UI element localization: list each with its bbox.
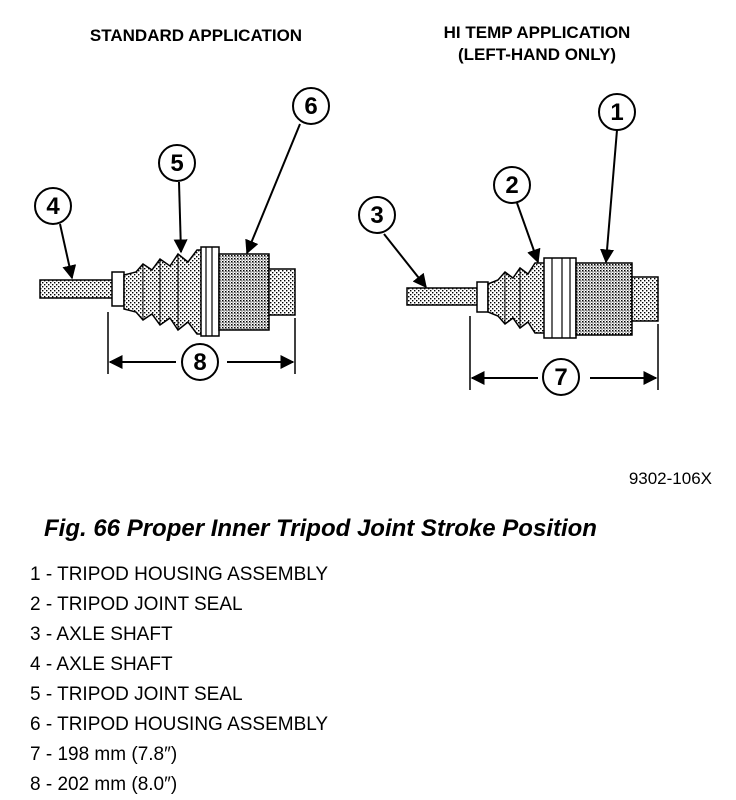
legend-item: 8 - 202 mm (8.0″) bbox=[30, 774, 178, 795]
tripod-housing-1 bbox=[575, 262, 633, 336]
callout-4: 4 bbox=[34, 187, 72, 225]
leader-2 bbox=[516, 202, 541, 264]
leader-6 bbox=[245, 123, 301, 255]
heading-standard: STANDARD APPLICATION bbox=[90, 26, 302, 45]
housing-stub bbox=[268, 268, 296, 316]
hi-temp-assembly bbox=[383, 129, 659, 390]
tripod-joint-diagram: STANDARD APPLICATION HI TEMP APPLICATION… bbox=[34, 23, 712, 488]
legend-item: 1 - TRIPOD HOUSING ASSEMBLY bbox=[30, 564, 329, 585]
svg-text:8: 8 bbox=[193, 349, 206, 376]
leader-5 bbox=[173, 181, 188, 254]
tripod-joint-seal-5 bbox=[123, 249, 203, 335]
svg-text:3: 3 bbox=[370, 202, 383, 229]
callout-5: 5 bbox=[158, 144, 196, 182]
leader-1 bbox=[600, 129, 618, 264]
legend-item: 2 - TRIPOD JOINT SEAL bbox=[30, 594, 243, 615]
housing-stub-hi-temp bbox=[631, 276, 659, 322]
axle-shaft-3 bbox=[406, 287, 480, 306]
leader-4 bbox=[59, 223, 77, 280]
legend-item: 7 - 198 mm (7.8″) bbox=[30, 744, 178, 765]
svg-text:6: 6 bbox=[304, 93, 317, 120]
svg-text:5: 5 bbox=[170, 150, 183, 177]
seal-clamp-left bbox=[476, 281, 489, 313]
callout-2: 2 bbox=[493, 166, 531, 204]
heading-hi-temp-sub: (LEFT-HAND ONLY) bbox=[458, 45, 616, 64]
legend-item: 5 - TRIPOD JOINT SEAL bbox=[30, 684, 243, 705]
svg-text:1: 1 bbox=[610, 99, 623, 126]
figure-caption: Fig. 66 Proper Inner Tripod Joint Stroke… bbox=[44, 515, 597, 542]
boot-clamp-left bbox=[111, 271, 125, 307]
callout-7: 7 bbox=[542, 358, 580, 396]
standard-assembly bbox=[39, 123, 301, 374]
tripod-joint-seal-2 bbox=[487, 262, 546, 334]
legend-item: 6 - TRIPOD HOUSING ASSEMBLY bbox=[30, 714, 329, 735]
callout-6: 6 bbox=[292, 87, 330, 125]
legend-item: 4 - AXLE SHAFT bbox=[30, 654, 173, 675]
callout-8: 8 bbox=[181, 343, 219, 381]
callout-1: 1 bbox=[598, 93, 636, 131]
figure-id: 9302-106X bbox=[629, 469, 712, 488]
callout-3: 3 bbox=[358, 196, 396, 234]
legend-list: 1 - TRIPOD HOUSING ASSEMBLY 2 - TRIPOD J… bbox=[30, 560, 328, 800]
svg-text:4: 4 bbox=[46, 193, 60, 220]
heading-hi-temp: HI TEMP APPLICATION bbox=[444, 23, 631, 42]
svg-text:2: 2 bbox=[505, 172, 518, 199]
boot-clamp-right bbox=[200, 246, 220, 337]
legend-item: 3 - AXLE SHAFT bbox=[30, 624, 173, 645]
seal-clamp-right bbox=[543, 257, 577, 339]
tripod-housing-6 bbox=[218, 253, 270, 331]
axle-shaft-4 bbox=[39, 279, 117, 299]
svg-text:7: 7 bbox=[554, 364, 567, 391]
leader-3 bbox=[383, 233, 427, 289]
